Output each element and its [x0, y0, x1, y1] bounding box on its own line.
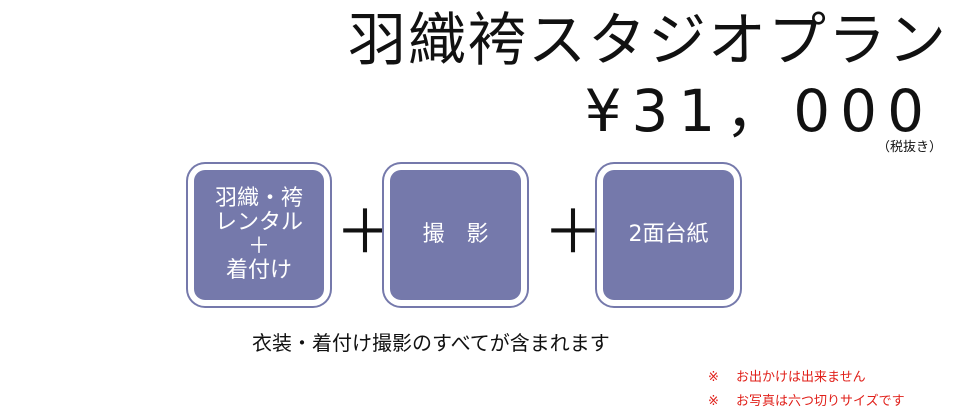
tax-note: （税抜き）	[876, 140, 942, 155]
plan-box-rental-dressing: 羽織・袴 レンタル ＋ 着付け	[194, 170, 324, 300]
note-mark: ※	[708, 370, 719, 385]
plan-box-photography: 撮 影	[390, 170, 521, 300]
note-text: お出かけは出来ません	[736, 370, 866, 385]
plan-title: 羽織袴スタジオプラン	[347, 6, 948, 74]
box-label: 撮 影	[422, 222, 489, 247]
note-mark: ※	[708, 394, 719, 409]
note-text: お写真は六つ切りサイズです	[736, 394, 905, 409]
plan-price: ¥31，000	[584, 77, 934, 145]
note-item: ※ お写真は六つ切りサイズです	[708, 390, 905, 414]
included-caption: 衣装・着付け撮影のすべてが含まれます	[252, 331, 610, 355]
box-line: 着付け	[225, 258, 292, 283]
note-item: ※ お出かけは出来ません	[708, 366, 905, 390]
box-line: 羽織・袴	[214, 186, 303, 211]
box-label: 2面台紙	[628, 222, 709, 247]
box-line: ＋	[247, 234, 270, 259]
box-line: レンタル	[214, 210, 303, 235]
plus-sign: ＋	[335, 198, 395, 268]
plus-sign: ＋	[543, 198, 603, 268]
notes-list: ※ お出かけは出来ません ※ お写真は六つ切りサイズです	[708, 366, 905, 414]
plan-box-mount: 2面台紙	[603, 170, 734, 300]
